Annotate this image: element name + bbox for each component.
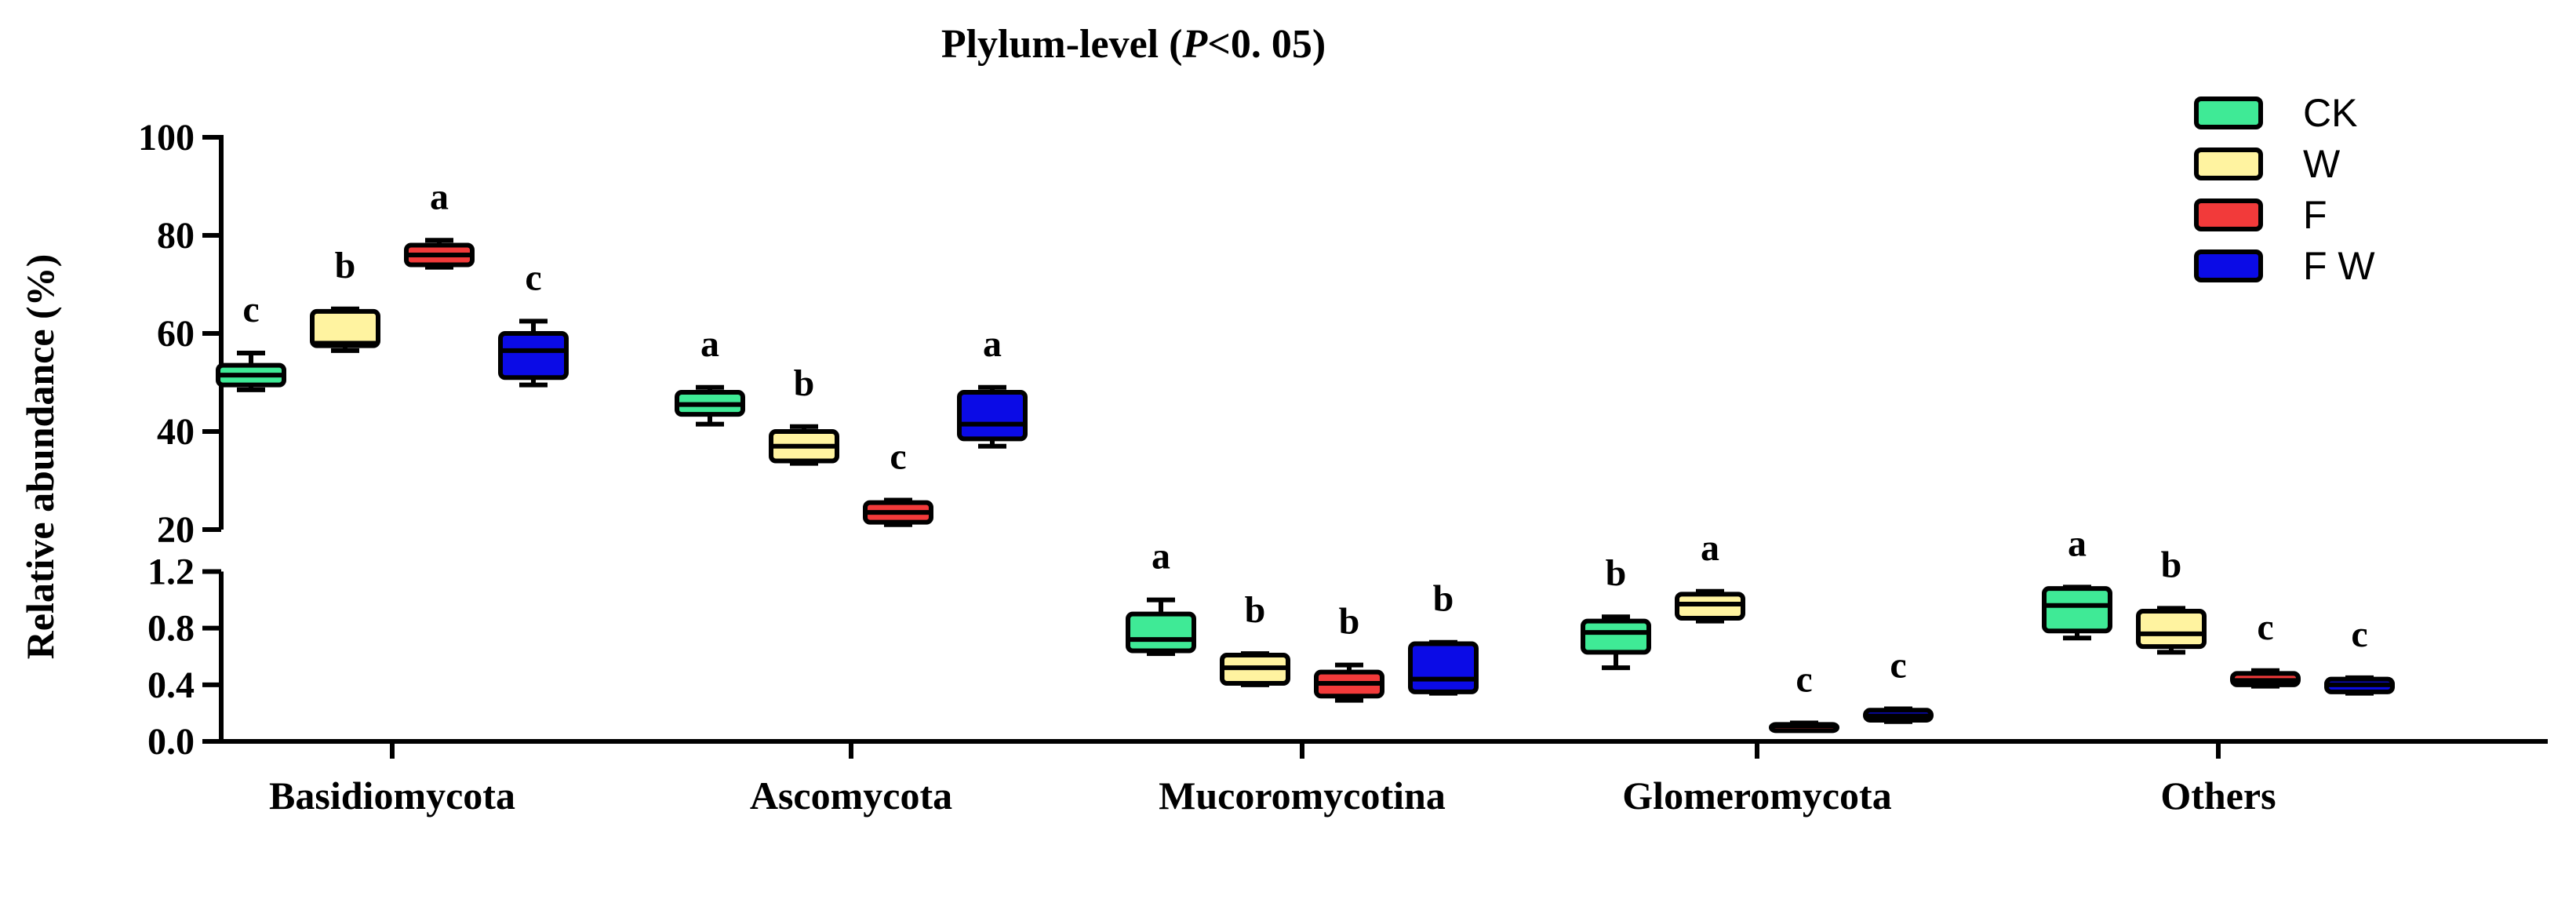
significance-letter: b xyxy=(1606,552,1627,594)
box-ck xyxy=(1581,614,1651,671)
significance-letter: b xyxy=(335,245,356,286)
y-upper-tick-label: 40 xyxy=(157,411,195,453)
legend-item-f: F xyxy=(2194,193,2327,237)
x-tick-label: Glomeromycota xyxy=(1622,774,1891,818)
legend-swatch xyxy=(2194,249,2263,282)
significance-letter: a xyxy=(430,176,449,217)
box-w xyxy=(310,306,380,353)
legend-swatch xyxy=(2194,147,2263,180)
box-w xyxy=(769,424,839,466)
significance-letter: a xyxy=(2068,523,2087,564)
legend-item-ck: CK xyxy=(2194,91,2357,135)
x-axis-ticks: Basidiomycota Ascomycota Mucoromycotina Glo… xyxy=(269,741,2276,818)
significance-letter: c xyxy=(242,289,259,330)
box-f xyxy=(404,238,475,270)
significance-letter: c xyxy=(2351,614,2367,655)
box-f xyxy=(863,497,933,527)
significance-letter: c xyxy=(525,257,541,298)
legend-swatch xyxy=(2194,198,2263,231)
y-upper-tick-label: 60 xyxy=(157,313,195,355)
significance-letter: b xyxy=(2161,544,2182,585)
chart-title: Plylum-level (P<0. 05) xyxy=(941,22,1326,67)
significance-letter: a xyxy=(1152,536,1170,577)
x-tick-label: Ascomycota xyxy=(750,774,952,818)
y-lower-tick-label: 0.8 xyxy=(147,608,195,650)
legend-swatch xyxy=(2194,96,2263,129)
significance-letter: b xyxy=(1339,601,1360,643)
box-w xyxy=(1675,588,1745,624)
significance-letter: b xyxy=(794,362,815,404)
significance-letter: a xyxy=(983,323,1002,365)
legend-label: F xyxy=(2303,193,2327,237)
significance-letter: c xyxy=(890,436,906,478)
box-iqr xyxy=(957,390,1028,442)
x-tick-label: Basidiomycota xyxy=(269,774,515,818)
box-ck xyxy=(216,351,286,392)
significance-letter: b xyxy=(1245,589,1266,631)
box-iqr xyxy=(2136,609,2207,650)
significance-letters: c a a b a b b b a b a c b c c c a b c c xyxy=(242,176,2367,700)
significance-letter: b xyxy=(1433,578,1454,620)
box-fw xyxy=(1408,639,1479,696)
box-f xyxy=(2230,668,2301,689)
legend-item-w: W xyxy=(2194,142,2341,186)
box-w xyxy=(2136,606,2207,655)
box-ck xyxy=(2042,584,2112,641)
y-upper-tick-label: 20 xyxy=(157,509,195,551)
legend-label: F W xyxy=(2303,244,2375,288)
box-iqr xyxy=(2042,586,2112,634)
y-axis-label: Relative abundance (%) xyxy=(18,254,62,660)
y-lower-tick-label: 1.2 xyxy=(147,552,195,593)
y-axis-ticks: 20 40 60 80 100 0.0 0.4 0.8 1.2 xyxy=(138,117,221,763)
significance-letter: a xyxy=(700,323,719,365)
significance-letter: a xyxy=(1701,527,1719,569)
legend: CK WF F W xyxy=(2194,91,2375,288)
significance-letter: c xyxy=(1796,659,1812,701)
legend-label: W xyxy=(2303,142,2341,186)
box-iqr xyxy=(1126,611,1196,654)
box-iqr xyxy=(310,308,380,348)
box-f xyxy=(1769,720,1839,734)
y-upper-tick-label: 80 xyxy=(157,215,195,257)
y-lower-tick-label: 0.0 xyxy=(147,721,195,763)
x-tick-label: Others xyxy=(2160,774,2276,818)
box-series xyxy=(216,238,2395,734)
legend-label: CK xyxy=(2303,91,2357,135)
legend-item-fw: F W xyxy=(2194,244,2375,288)
x-tick-label: Mucoromycotina xyxy=(1159,774,1446,818)
box-fw xyxy=(498,319,569,388)
box-ck xyxy=(675,384,745,427)
box-f xyxy=(1314,662,1384,703)
box-w xyxy=(1220,651,1290,687)
box-iqr xyxy=(1408,641,1479,694)
box-ck xyxy=(1126,597,1196,657)
box-fw xyxy=(2324,675,2395,696)
significance-letter: c xyxy=(1890,645,1906,686)
significance-letter: c xyxy=(2257,606,2273,648)
box-iqr xyxy=(1581,618,1651,655)
box-fw xyxy=(1863,706,1934,724)
box-fw xyxy=(957,384,1028,449)
y-upper-tick-label: 100 xyxy=(138,117,195,158)
box-iqr xyxy=(498,331,569,381)
y-lower-tick-label: 0.4 xyxy=(147,665,195,706)
